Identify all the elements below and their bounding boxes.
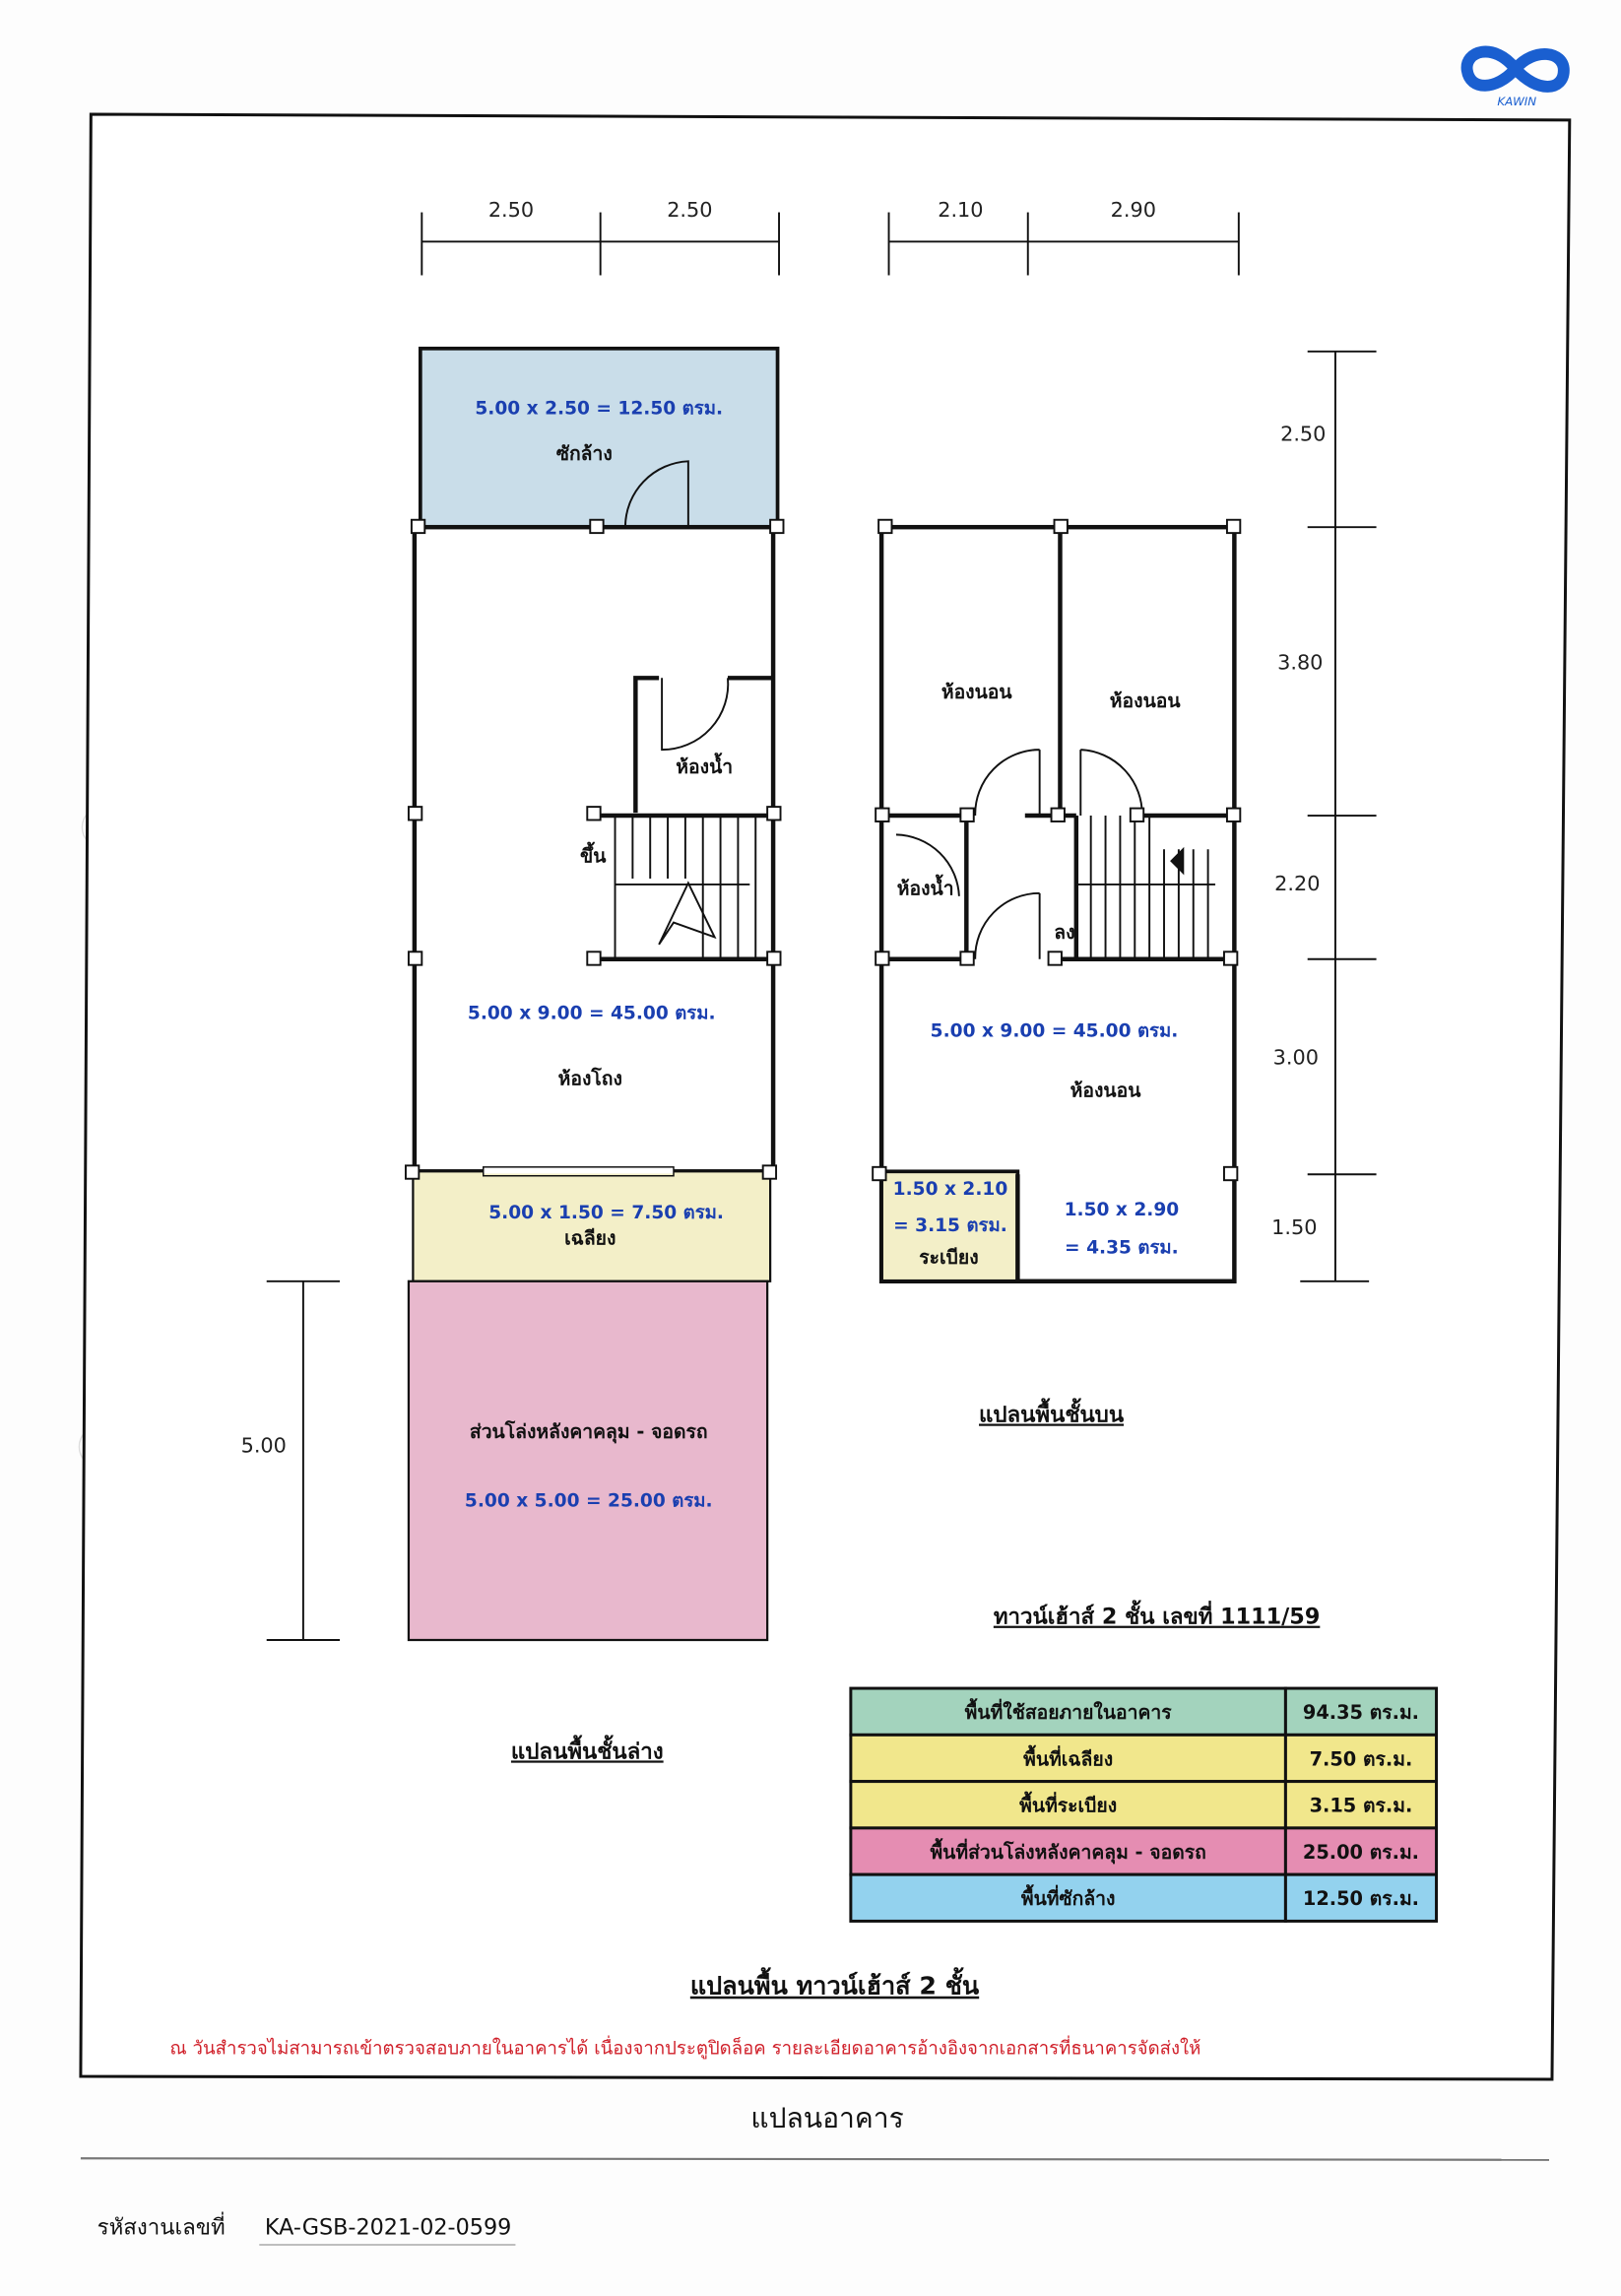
divider [80, 2157, 1549, 2161]
survey-note: ณ วันสำรวจไม่สามารถเข้าตรวจสอบภายในอาคาร… [169, 2036, 1200, 2060]
table-cell-label-bg [849, 1826, 1287, 1876]
table-cell-label: พื้นที่ส่วนโล่งหลังคาคลุม - จอดรถ [930, 1837, 1205, 1865]
house-title: ทาวน์เฮ้าส์ 2 ชั้น เลขที่ 1111/59 [994, 1600, 1321, 1630]
company-logo: KAWIN [1460, 45, 1570, 108]
job-code-label: รหัสงานเลขที่ [97, 2212, 226, 2241]
room-label-bathroom: ห้องน้ำ [897, 873, 954, 899]
table-row: พื้นที่ใช้สอยภายในอาคาร 94.35 ตร.ม. [849, 1686, 1439, 1737]
table-cell-value: 3.15 ตร.ม. [1310, 1795, 1413, 1817]
table-cell-label: พื้นที่ใช้สอยภายในอาคาร [965, 1697, 1173, 1724]
porch-area-dimension: 5.00 x 1.50 = 7.50 ตรม. [488, 1203, 724, 1223]
ground-floor-title: แปลนพื้นชั้นล่าง [511, 1734, 664, 1764]
table-row: พื้นที่ส่วนโล่งหลังคาคลุม - จอดรถ 25.00 ต… [849, 1826, 1439, 1876]
upper-side-dimensions [1300, 350, 1377, 1282]
table-cell-value: 7.50 ตร.ม. [1310, 1747, 1413, 1770]
room-dimension: 1.50 x 2.90 [1065, 1200, 1180, 1220]
room-label-parking: ส่วนโล่งหลังคาคลุม - จอดรถ [470, 1420, 708, 1444]
balcony-area: = 3.15 ตรม. [893, 1215, 1007, 1236]
job-code-value: KA-GSB-2021-02-0599 [265, 2215, 511, 2241]
table-cell-value-bg [1283, 1686, 1439, 1737]
room-label-porch: เฉลียง [564, 1227, 616, 1250]
ground-top-dimensions [421, 212, 781, 276]
table-row: พื้นที่ระเบียง 3.15 ตร.ม. [849, 1780, 1439, 1830]
dimension-label: 2.20 [1274, 872, 1320, 895]
table-cell-label-bg [849, 1872, 1287, 1923]
upper-floor-plan [872, 518, 1242, 1284]
room-label-bedroom: ห้องนอน [941, 681, 1013, 703]
dimension-label: 2.10 [938, 198, 983, 222]
dimension-label: 3.80 [1277, 650, 1323, 674]
dimension-label: 1.50 [1271, 1215, 1317, 1239]
dimension-label: 2.90 [1111, 198, 1156, 222]
dimension-label: 2.50 [1280, 422, 1326, 445]
room-area: = 4.35 ตรม. [1065, 1238, 1179, 1259]
table-cell-value: 94.35 ตร.ม. [1303, 1701, 1419, 1724]
table-row: พื้นที่เฉลียง 7.50 ตร.ม. [849, 1733, 1439, 1784]
dimension-label: 3.00 [1273, 1046, 1319, 1070]
dimension-label: 5.00 [241, 1434, 287, 1458]
stairs-down-label: ลง [1054, 921, 1074, 944]
table-cell-label: พื้นที่เฉลียง [1023, 1743, 1113, 1770]
wash-area-dimension: 5.00 x 2.50 = 12.50 ตรม. [475, 399, 723, 420]
upper-top-dimensions [887, 212, 1240, 276]
logo-text: KAWIN [1497, 95, 1536, 108]
room-label-bedroom: ห้องนอน [1110, 689, 1182, 712]
ground-floor-plan [404, 346, 785, 1642]
room-label-balcony: ระเบียง [919, 1246, 978, 1269]
stairs-up-label: ขึ้น [580, 841, 607, 868]
table-cell-value-bg [1283, 1872, 1439, 1923]
section-title: แปลนอาคาร [750, 2102, 903, 2134]
table-cell-label: พื้นที่ระเบียง [1019, 1791, 1117, 1817]
dimension-label: 2.50 [488, 198, 534, 222]
table-cell-label: พื้นที่ซักล้าง [1021, 1883, 1116, 1910]
table-cell-value: 25.00 ตร.ม. [1303, 1841, 1419, 1864]
room-label-bedroom: ห้องนอน [1070, 1079, 1142, 1101]
dimension-label: 2.50 [667, 198, 712, 222]
room-label-hall: ห้องโถง [558, 1068, 622, 1090]
table-cell-value-bg [1283, 1780, 1439, 1830]
table-cell-label-bg [849, 1733, 1287, 1784]
balcony-dimension: 1.50 x 2.10 [893, 1179, 1008, 1200]
upper-floor-title: แปลนพื้นชั้นบน [979, 1397, 1125, 1427]
table-row: พื้นที่ซักล้าง 12.50 ตร.ม. [849, 1872, 1439, 1923]
parking-area-dimension: 5.00 x 5.00 = 25.00 ตรม. [465, 1491, 713, 1512]
ground-side-dimension [266, 1279, 341, 1641]
table-cell-value: 12.50 ตร.ม. [1303, 1887, 1419, 1910]
plan-title: แปลนพื้น ทาวน์เฮ้าส์ 2 ชั้น [690, 1967, 980, 2001]
room-label-bathroom: ห้องน้ำ [676, 752, 733, 778]
room-label-laundry: ซักล้าง [556, 442, 613, 465]
hall-area-dimension: 5.00 x 9.00 = 45.00 ตรม. [468, 1004, 716, 1024]
table-cell-label-bg [849, 1686, 1287, 1737]
upper-area-dimension: 5.00 x 9.00 = 45.00 ตรม. [931, 1021, 1179, 1042]
